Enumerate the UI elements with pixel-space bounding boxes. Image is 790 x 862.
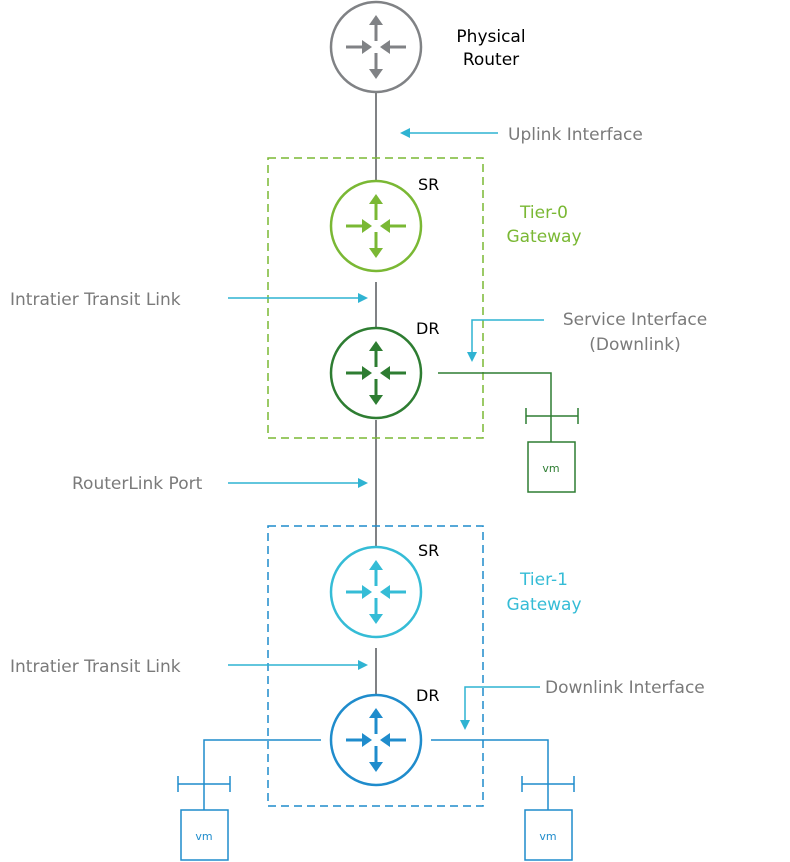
physical-router-label-line2: Router [463,50,519,70]
tier1-right-downlink-connector [431,739,575,810]
service-interface-pointer-arrow [467,319,544,362]
routerlink-port-label: RouterLink Port [72,474,203,494]
downlink-interface-label: Downlink Interface [545,678,705,698]
tier1-gateway-box [267,525,484,807]
tier1-transit-link-label: Intratier Transit Link [10,657,181,677]
physical-router-icon [329,0,423,94]
tier0-service-interface-connector [438,372,579,442]
tier1-sr-label: SR [418,541,439,560]
tier1-right-vm-label: vm [539,830,556,843]
service-interface-label-line1: Service Interface [563,310,707,330]
uplink-interface-label: Uplink Interface [508,125,643,145]
tier1-right-vm-box [524,809,573,861]
tier1-dr-router-icon [329,693,423,787]
tier0-transit-link-label: Intratier Transit Link [10,290,181,310]
tier0-title-line1: Tier-0 [519,203,568,223]
tier1-left-vm-box [180,809,229,861]
service-interface-label-line2: (Downlink) [589,335,681,355]
downlink-interface-pointer-arrow [460,686,540,730]
tier0-sr-router-icon [329,179,423,273]
tier1-left-vm-label: vm [195,830,212,843]
tier0-title-line2: Gateway [506,227,581,247]
tier1-sr-router-icon [329,545,423,639]
tier0-dr-label: DR [416,319,439,338]
tier0-vm-box [527,441,576,493]
tier0-vm-label: vm [542,462,559,475]
tier1-title-line2: Gateway [506,595,581,615]
physical-router-label-line1: Physical [456,27,525,47]
tier1-title-line1: Tier-1 [519,570,568,590]
tier1-dr-label: DR [416,686,439,705]
tier1-left-downlink-connector [177,739,321,810]
tier0-dr-router-icon [329,326,423,420]
tier0-sr-label: SR [418,175,439,194]
